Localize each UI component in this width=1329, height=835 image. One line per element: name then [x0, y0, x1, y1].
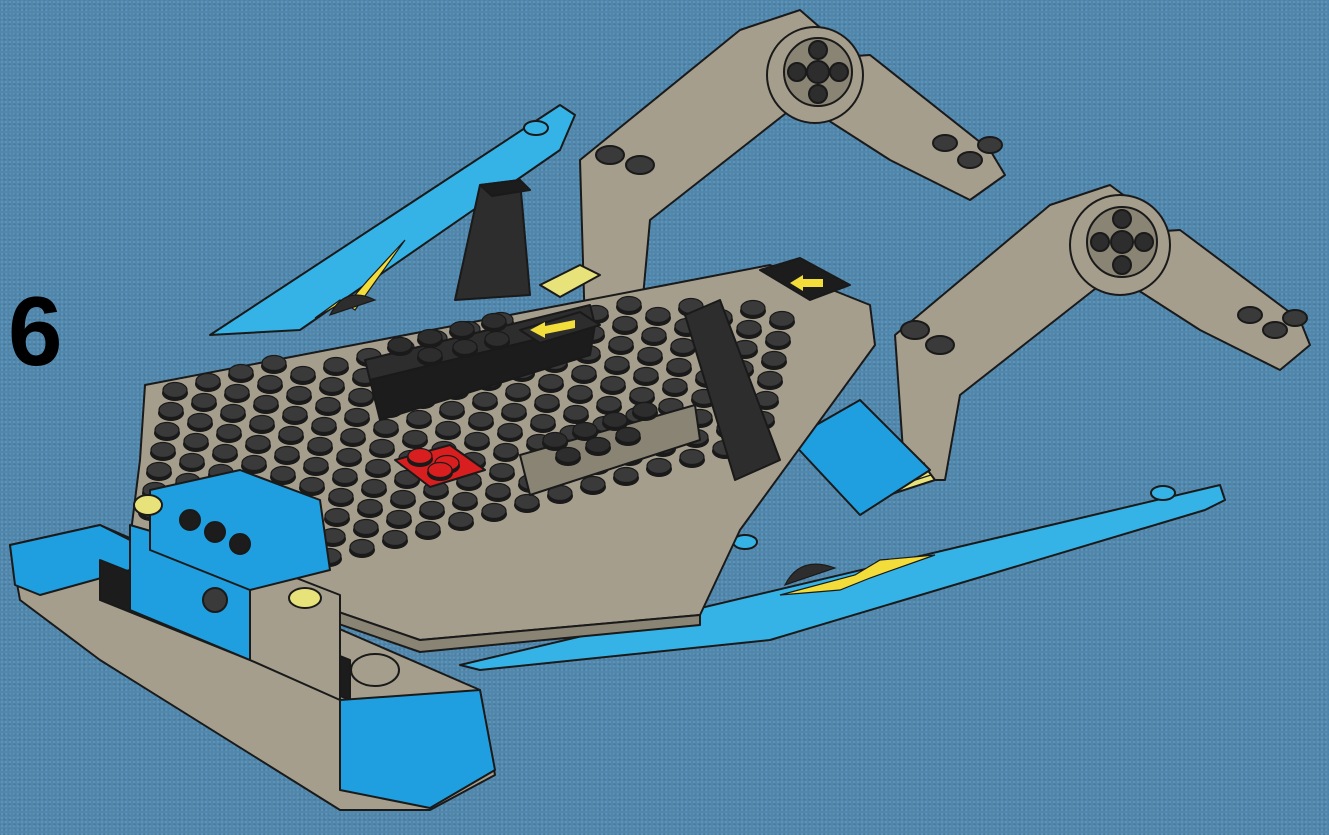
- hinge-arm-front: [895, 185, 1310, 480]
